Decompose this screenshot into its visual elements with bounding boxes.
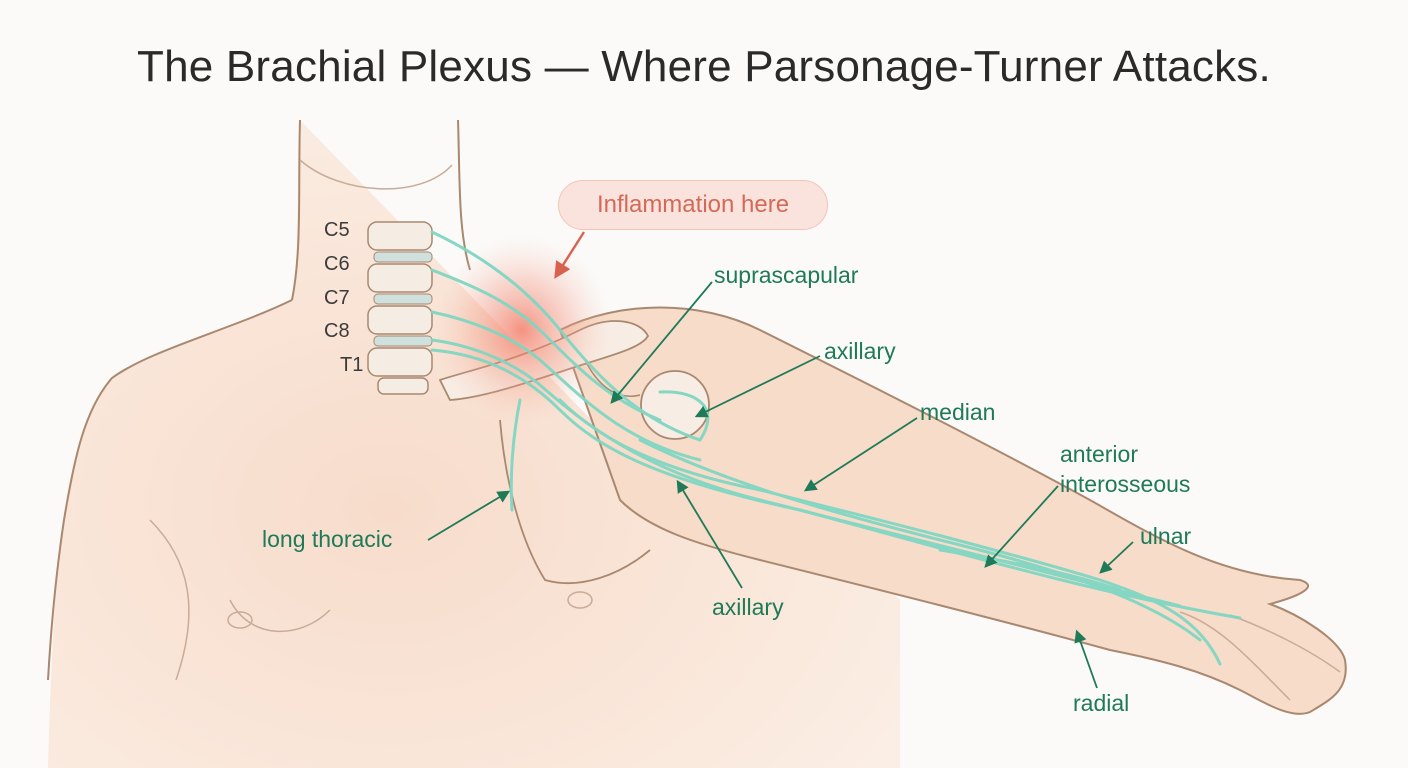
- label-interosseous: interosseous: [1060, 471, 1191, 497]
- body-silhouette: [47, 119, 900, 768]
- label-arrows: [427, 281, 1134, 689]
- callout-arrow: [554, 231, 586, 279]
- label-long-thoracic: long thoracic: [262, 526, 393, 552]
- page-title: The Brachial Plexus — Where Parsonage-Tu…: [137, 42, 1271, 91]
- arm-silhouette: [558, 306, 1347, 715]
- vertebra-label-c7: C7: [324, 287, 350, 309]
- vertebra-label-c5: C5: [324, 219, 350, 241]
- cervical-spine: [367, 221, 433, 395]
- vertebra-label-t1: T1: [340, 354, 364, 376]
- vertebra-label-c6: C6: [324, 253, 350, 275]
- vertebra-label-c8: C8: [324, 320, 350, 342]
- label-anterior: anterior: [1060, 441, 1138, 467]
- label-axillary-upper: axillary: [824, 338, 896, 364]
- inflammation-callout: Inflammation here: [558, 180, 828, 230]
- label-ulnar: ulnar: [1140, 523, 1192, 549]
- label-suprascapular: suprascapular: [714, 262, 859, 288]
- label-median: median: [920, 399, 996, 425]
- label-axillary-lower: axillary: [712, 594, 784, 620]
- inflammation-glow: [432, 235, 612, 425]
- label-radial: radial: [1073, 690, 1130, 716]
- callout-text: Inflammation here: [596, 191, 790, 218]
